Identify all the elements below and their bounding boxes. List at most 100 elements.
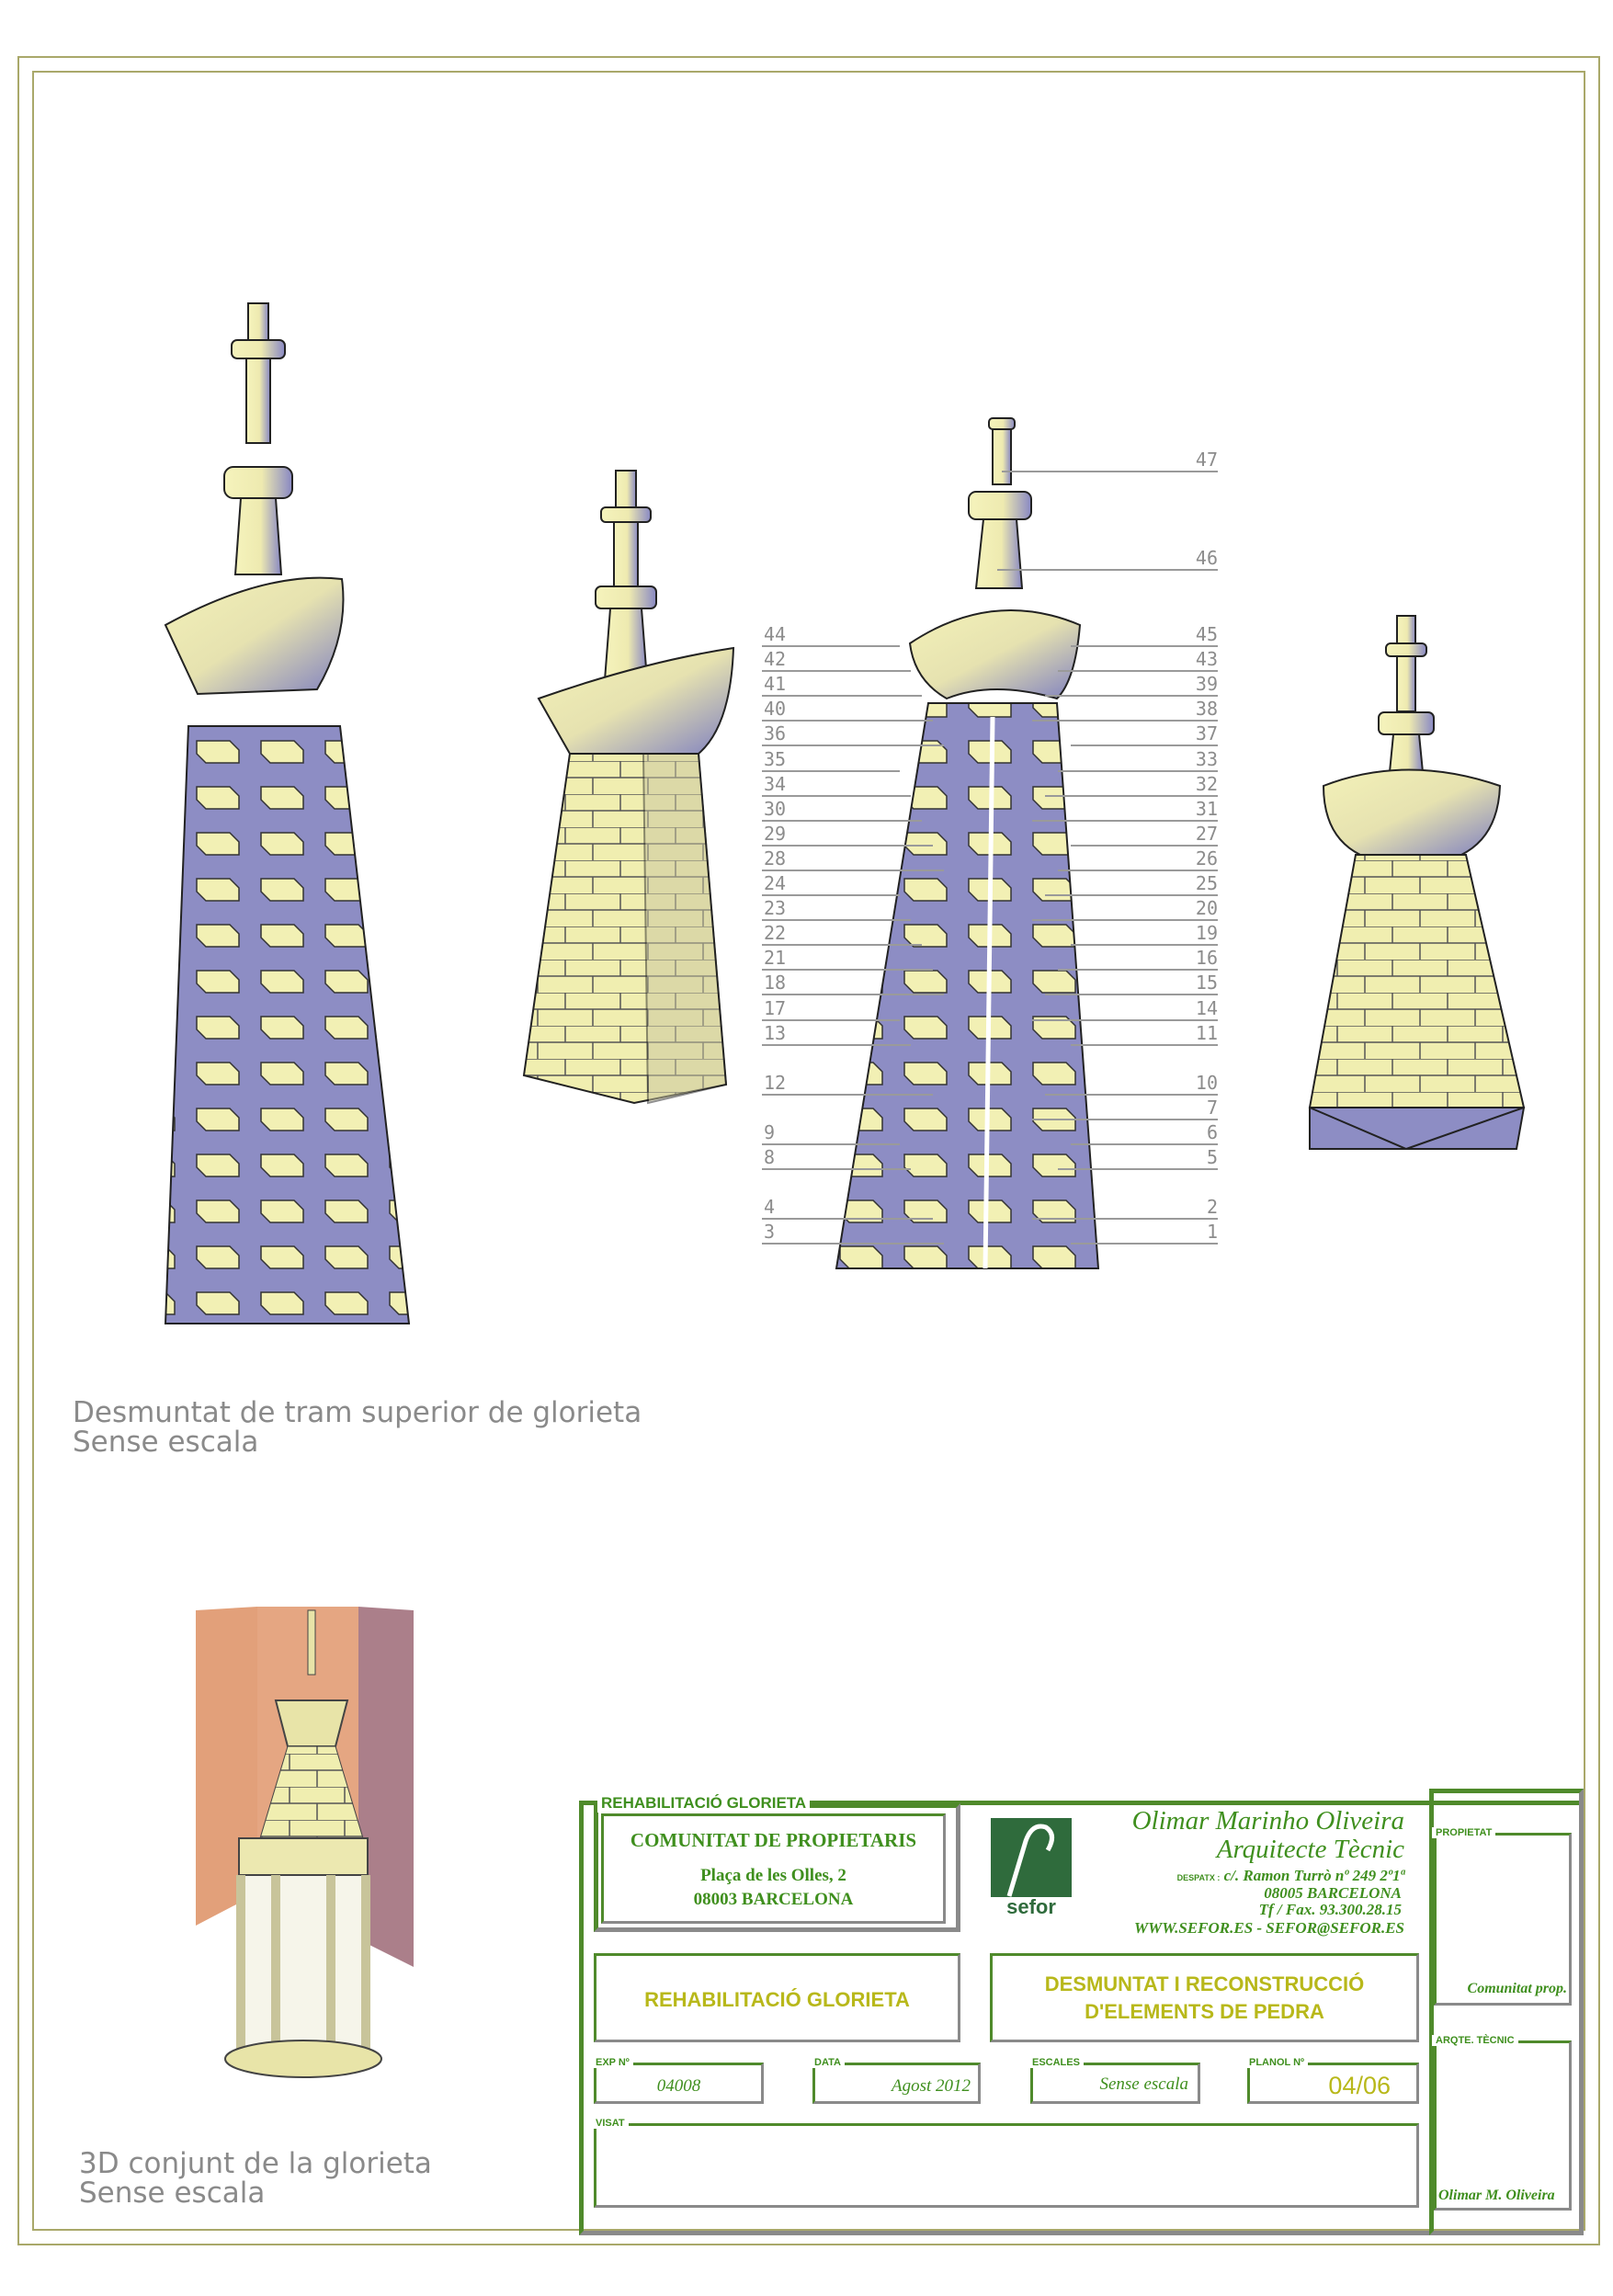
- part-label-left: 21: [764, 947, 787, 970]
- part-label-left: 44: [764, 623, 787, 645]
- part-label-right: 31: [1195, 797, 1218, 820]
- client-address-1: Plaça de les Olles, 2: [700, 1866, 846, 1885]
- leader-line-left: [762, 919, 911, 922]
- leader-line-right: [1045, 695, 1218, 698]
- part-label-left: 34: [764, 772, 787, 795]
- project-tag: REHABILITACIÓ GLORIETA: [597, 1794, 811, 1813]
- part-label-left: 24: [764, 872, 787, 894]
- sefor-logo-text: sefor: [1006, 1895, 1056, 1918]
- sefor-logo: sefor: [991, 1818, 1072, 1921]
- drawing-title-line-1: DESMUNTAT I RECONSTRUCCIÓ: [1044, 1972, 1365, 1995]
- exploded-caption-title: Desmuntat de tram superior de glorieta: [73, 1396, 642, 1429]
- leader-line-right: [1032, 1118, 1218, 1120]
- leader-line-right: [1032, 819, 1218, 822]
- client-name: COMUNITAT DE PROPIETARIS: [630, 1829, 917, 1851]
- part-label-right: 25: [1195, 872, 1218, 894]
- leader-line-right: [1071, 1043, 1218, 1046]
- leader-line-right: [1045, 1093, 1218, 1096]
- leader-line-right: [1058, 769, 1218, 772]
- client-address-2: 08003 BARCELONA: [693, 1890, 854, 1909]
- part-label-left: 36: [764, 722, 787, 745]
- part-label-left: 8: [764, 1146, 776, 1169]
- leader-line-left: [762, 969, 933, 972]
- labelled-tower-drawing: [835, 417, 1100, 1269]
- part-label-right: 45: [1195, 623, 1218, 645]
- part-label-left: 30: [764, 797, 787, 820]
- leader-line-left: [762, 744, 944, 747]
- part-label-left: 13: [764, 1021, 787, 1044]
- part-label-right: 16: [1195, 947, 1218, 970]
- leader-line-left: [762, 645, 900, 647]
- leader-line-left: [762, 670, 911, 673]
- technician-label: ARQTE. TÈCNIC: [1432, 2035, 1518, 2046]
- date-field: Agost 2012: [812, 2063, 981, 2104]
- part-label-right: 1: [1206, 1221, 1218, 1244]
- leader-line-left: [762, 869, 944, 871]
- office-web[interactable]: WWW.SEFOR.ES - SEFOR@SEFOR.ES: [1134, 1919, 1404, 1937]
- part-label-right: 19: [1195, 922, 1218, 945]
- leader-line-right: [1045, 794, 1218, 797]
- leader-line-right: [1058, 670, 1218, 673]
- technician-signature: Olimar M. Oliveira: [1438, 2188, 1555, 2203]
- leader-line-left: [762, 769, 900, 772]
- sefor-logo-mark: [991, 1824, 1072, 1921]
- office-label: DESPATX :: [1176, 1873, 1221, 1882]
- part-label-left: 3: [764, 1221, 776, 1244]
- date-value: Agost 2012: [891, 2076, 971, 2096]
- part-label-left: 40: [764, 698, 787, 721]
- part-label-right: 11: [1195, 1021, 1218, 1044]
- overview-caption-scale: Sense escala: [79, 2177, 266, 2210]
- leader-line-right: [1071, 645, 1218, 647]
- scale-label: ESCALES: [1028, 2057, 1084, 2068]
- leader-line-left: [762, 1168, 911, 1171]
- exploded-caption-scale: Sense escala: [73, 1426, 259, 1459]
- part-label-right: 27: [1195, 822, 1218, 845]
- visat-field: [594, 2123, 1419, 2208]
- exp-field: 04008: [594, 2063, 764, 2104]
- leader-line-right: [1071, 844, 1218, 847]
- client-box: COMUNITAT DE PROPIETARIS Plaça de les Ol…: [601, 1813, 946, 1924]
- part-label-left: 12: [764, 1071, 787, 1094]
- exp-value: 04008: [656, 2076, 701, 2096]
- leader-line-right: [1071, 1143, 1218, 1145]
- drawing-title-box: DESMUNTAT I RECONSTRUCCIÓ D'ELEMENTS DE …: [990, 1953, 1419, 2042]
- drawing-title-line-2: D'ELEMENTS DE PEDRA: [1085, 2000, 1324, 2023]
- leader-line-right: [1071, 944, 1218, 947]
- leader-line-right: [1032, 919, 1218, 922]
- part-label-left: 28: [764, 847, 787, 870]
- leader-line-right: [1058, 1168, 1218, 1171]
- part-label-right: 37: [1195, 722, 1218, 745]
- assembled-tower-drawing: [522, 470, 735, 1105]
- architect-title: Arquitecte Tècnic: [1216, 1835, 1404, 1864]
- leader-line-top: [997, 569, 1218, 571]
- part-label-left: 18: [764, 972, 787, 995]
- exploded-tower-drawing: [164, 302, 411, 1324]
- part-label-right: 33: [1195, 747, 1218, 770]
- part-label-left: 9: [764, 1121, 776, 1143]
- sheet-number-label: PLANOL Nº: [1245, 2057, 1309, 2068]
- part-label-left: 4: [764, 1196, 776, 1219]
- signature-column-frame: [1429, 1789, 1584, 2235]
- leader-line-right: [1032, 1218, 1218, 1221]
- scale-value: Sense escala: [1099, 2074, 1188, 2094]
- part-label-right: 32: [1195, 772, 1218, 795]
- leader-line-left: [762, 994, 944, 996]
- leader-line-right: [1045, 994, 1218, 996]
- part-label-right: 6: [1206, 1121, 1218, 1143]
- leader-line-right: [1032, 720, 1218, 722]
- office-address-line: DESPATX : c/. Ramon Turrò nº 249 2º1ª: [1177, 1867, 1404, 1885]
- sheet-border-inner: [32, 71, 1585, 2231]
- part-label-right: 43: [1195, 648, 1218, 671]
- overview-caption-title: 3D conjunt de la glorieta: [79, 2147, 432, 2180]
- part-label-left: 23: [764, 897, 787, 920]
- sheet-number-field: 04/06: [1247, 2063, 1419, 2104]
- owner-signature-field: Comunitat prop.: [1434, 1833, 1572, 2006]
- part-label-left: 29: [764, 822, 787, 845]
- part-label-left: 41: [764, 673, 787, 696]
- overview-3d-drawing: [196, 1607, 414, 2078]
- part-label-top: 46: [1195, 547, 1218, 569]
- date-label: DATA: [811, 2057, 845, 2068]
- leader-line-right: [1032, 1018, 1218, 1021]
